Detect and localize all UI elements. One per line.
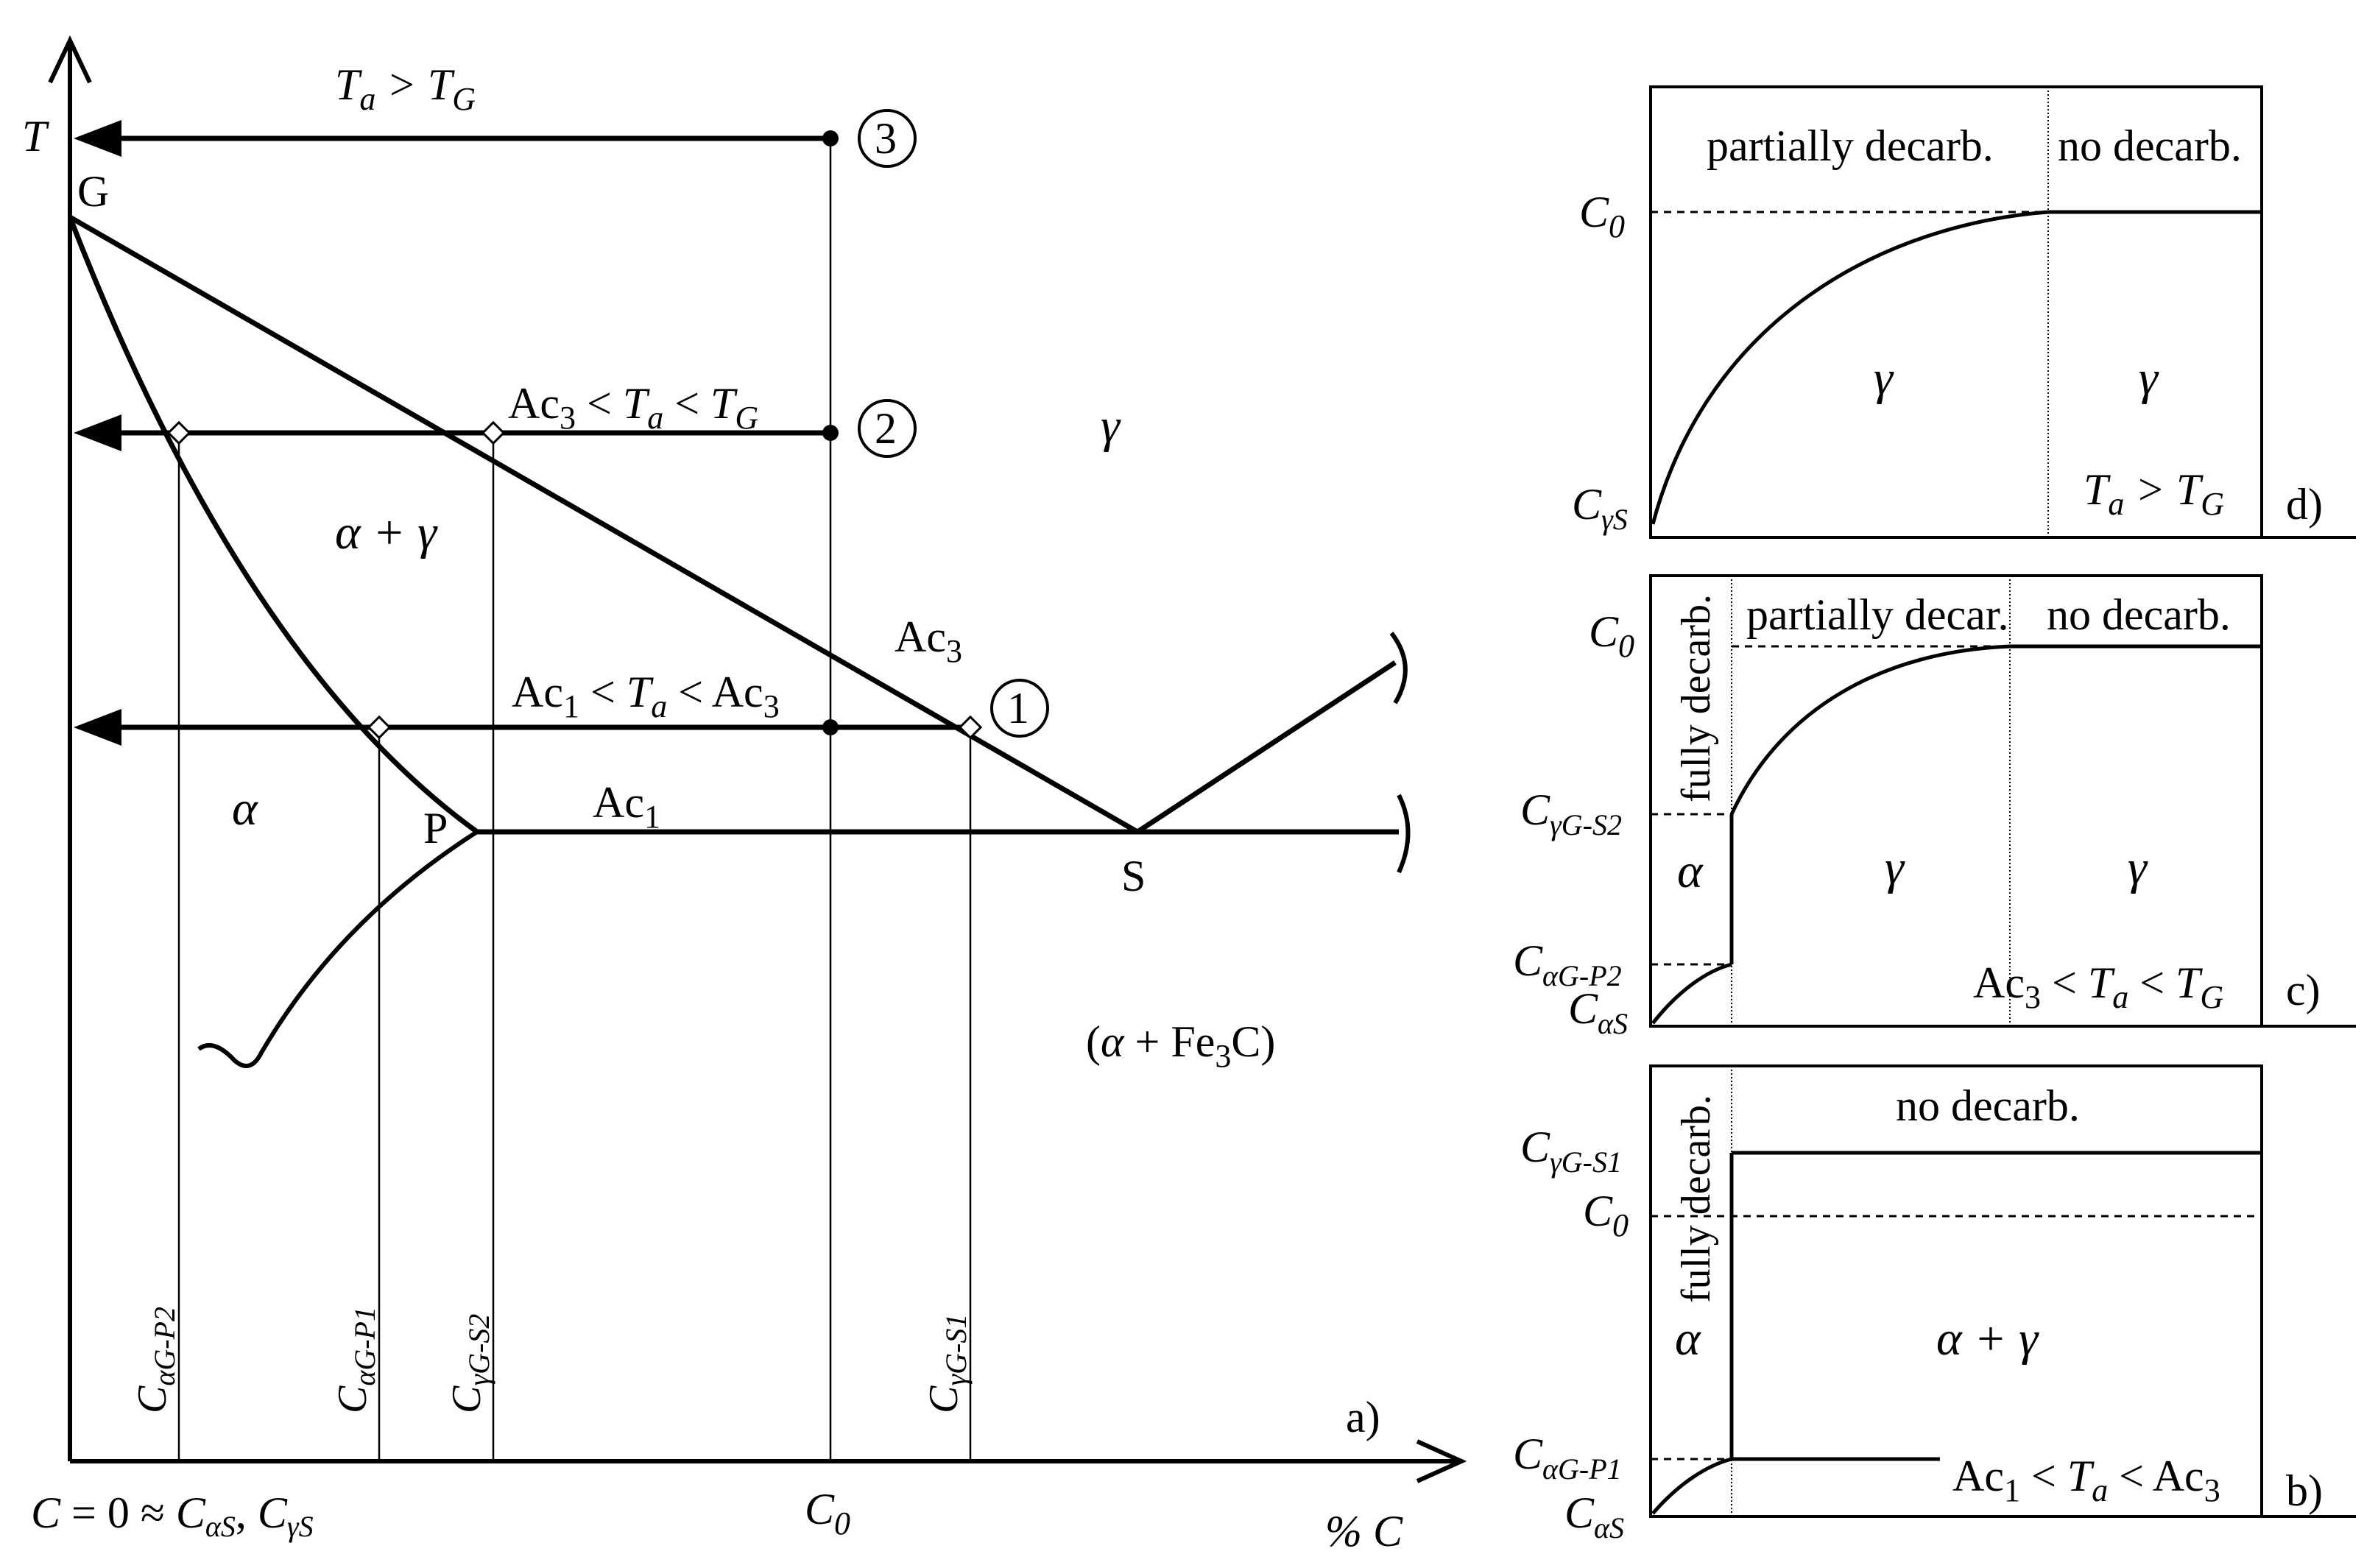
main-labels: T G P S Ta > TG Ac3 < Ta < TG Ac1 < Ta <…	[22, 60, 1403, 1555]
x-label-cyGS2: CγG-S2	[444, 1314, 495, 1413]
panel-c-label: c)	[2286, 966, 2321, 1014]
panel-b-y-c0: C0	[1583, 1187, 1629, 1243]
cond-2-label: Ac3 < Ta < TG	[508, 379, 758, 436]
panel-b-y-cygs1: CγG-S1	[1520, 1123, 1622, 1179]
point-s-label: S	[1121, 852, 1146, 900]
panel-d-cond: Ta > TG	[2084, 465, 2224, 522]
region-alpha: α	[232, 782, 258, 836]
arrow-ta1	[74, 709, 121, 746]
panel-d-zone1: partially decarb.	[1707, 121, 1994, 170]
x-axis-label: % C	[1325, 1507, 1403, 1555]
circle-3	[858, 109, 917, 168]
y-axis-arrowhead	[48, 35, 92, 84]
diamond-cyGS1	[958, 715, 983, 740]
panel-c-gamma1: γ	[1885, 841, 1905, 894]
diamond-caGP2	[166, 420, 191, 445]
panel-b-y-cas: CαS	[1564, 1488, 1624, 1544]
panel-c-alpha: α	[1677, 844, 1704, 898]
panel-c-gamma-curve	[1729, 644, 2011, 816]
panel-b-label: b)	[2286, 1466, 2323, 1515]
x-axis-arrowhead	[1416, 1439, 1467, 1483]
line-s-acm	[1136, 660, 1397, 834]
panel-b-alpha-gamma: α + γ	[1936, 1312, 2039, 1366]
axis-t-label: T	[22, 112, 49, 160]
circle-1	[990, 679, 1049, 738]
panel-c-y-c0: C0	[1589, 607, 1634, 664]
panel-c-cond: Ac3 < Ta < TG	[1973, 958, 2223, 1015]
line-ac3-label: Ac3	[895, 612, 962, 669]
panel-c-alpha-curve	[1651, 962, 1732, 1025]
x-label-caGP2: CαG-P2	[130, 1307, 181, 1413]
panel-c-gamma2: γ	[2128, 841, 2148, 894]
x-c0-label: C0	[805, 1485, 850, 1541]
break-ac1	[1397, 794, 1411, 874]
region-alpha-fe3c: (α + Fe3C)	[1086, 1017, 1275, 1074]
break-acm	[1389, 632, 1408, 704]
diamond-caGP1	[367, 715, 392, 740]
panel-b-alpha-curve	[1651, 1457, 1732, 1515]
panel-a-label: a)	[1346, 1393, 1380, 1441]
panel-b-alpha: α	[1675, 1312, 1701, 1366]
panel-d-profile-curve	[1651, 210, 2049, 525]
cond-1-label: Ac1 < Ta < Ac3	[512, 668, 780, 724]
circle-1-num: 1	[1007, 684, 1029, 732]
panel-d-gamma2: γ	[2139, 351, 2159, 405]
point-p-label: P	[423, 804, 448, 852]
panel-c-y-cas: CαS	[1568, 984, 1628, 1040]
panel-d: partially decarb. no decarb. C0 CγS γ γ …	[1572, 85, 2356, 539]
circle-3-num: 3	[875, 114, 897, 163]
x-label-cyGS1: CγG-S1	[921, 1314, 973, 1413]
region-gamma: γ	[1101, 399, 1121, 453]
panel-d-label: d)	[2286, 480, 2323, 529]
panel-b: fully decarb. no decarb. CγG-S1 C0 CαG-P…	[1513, 1064, 2356, 1544]
line-g-p	[67, 216, 479, 834]
panel-b-y-cagp1: CαG-P1	[1513, 1430, 1622, 1486]
dot-2	[822, 425, 839, 441]
panel-b-zone1: fully decarb.	[1673, 1095, 1719, 1303]
panel-b-zone2: no decarb.	[1896, 1081, 2080, 1130]
main-diagram	[48, 35, 1467, 1483]
arrow-ta2	[74, 414, 121, 451]
panel-c-zone3: no decarb.	[2047, 590, 2231, 639]
panel-d-gamma1: γ	[1874, 351, 1894, 405]
line-g-s	[68, 214, 1139, 835]
x-label-caGP1: CαG-P1	[330, 1307, 381, 1413]
line-p-lower	[197, 830, 479, 1068]
panel-b-frame	[1649, 1064, 2263, 1518]
diamond-cyGS2	[481, 420, 506, 445]
panel-d-y-c0: C0	[1579, 188, 1625, 244]
dot-3	[822, 130, 839, 146]
panel-c-zone2: partially decar.	[1746, 590, 2008, 639]
x-origin-label: C = 0 ≈ CαS, CγS	[31, 1488, 314, 1543]
arrow-ta3	[74, 120, 121, 157]
dot-1	[822, 719, 839, 735]
panel-c-zone1: fully decarb.	[1673, 594, 1719, 802]
panel-d-zone2: no decarb.	[2058, 121, 2242, 170]
cond-3-label: Ta > TG	[335, 60, 476, 117]
point-g-label: G	[77, 167, 109, 216]
panel-c-y-cygs2: CγG-S2	[1520, 785, 1622, 841]
circle-2	[858, 399, 917, 458]
panel-b-cond: Ac1 < Ta < Ac3	[1952, 1452, 2220, 1508]
region-alpha-gamma: α + γ	[335, 506, 438, 559]
panel-c-y-cagp2: CαG-P2	[1513, 936, 1622, 992]
panel-c: fully decarb. partially decar. no decarb…	[1513, 574, 2356, 1040]
panel-d-y-cys: CγS	[1572, 480, 1628, 536]
circle-2-num: 2	[875, 404, 897, 453]
line-ac1-label: Ac1	[593, 778, 660, 835]
